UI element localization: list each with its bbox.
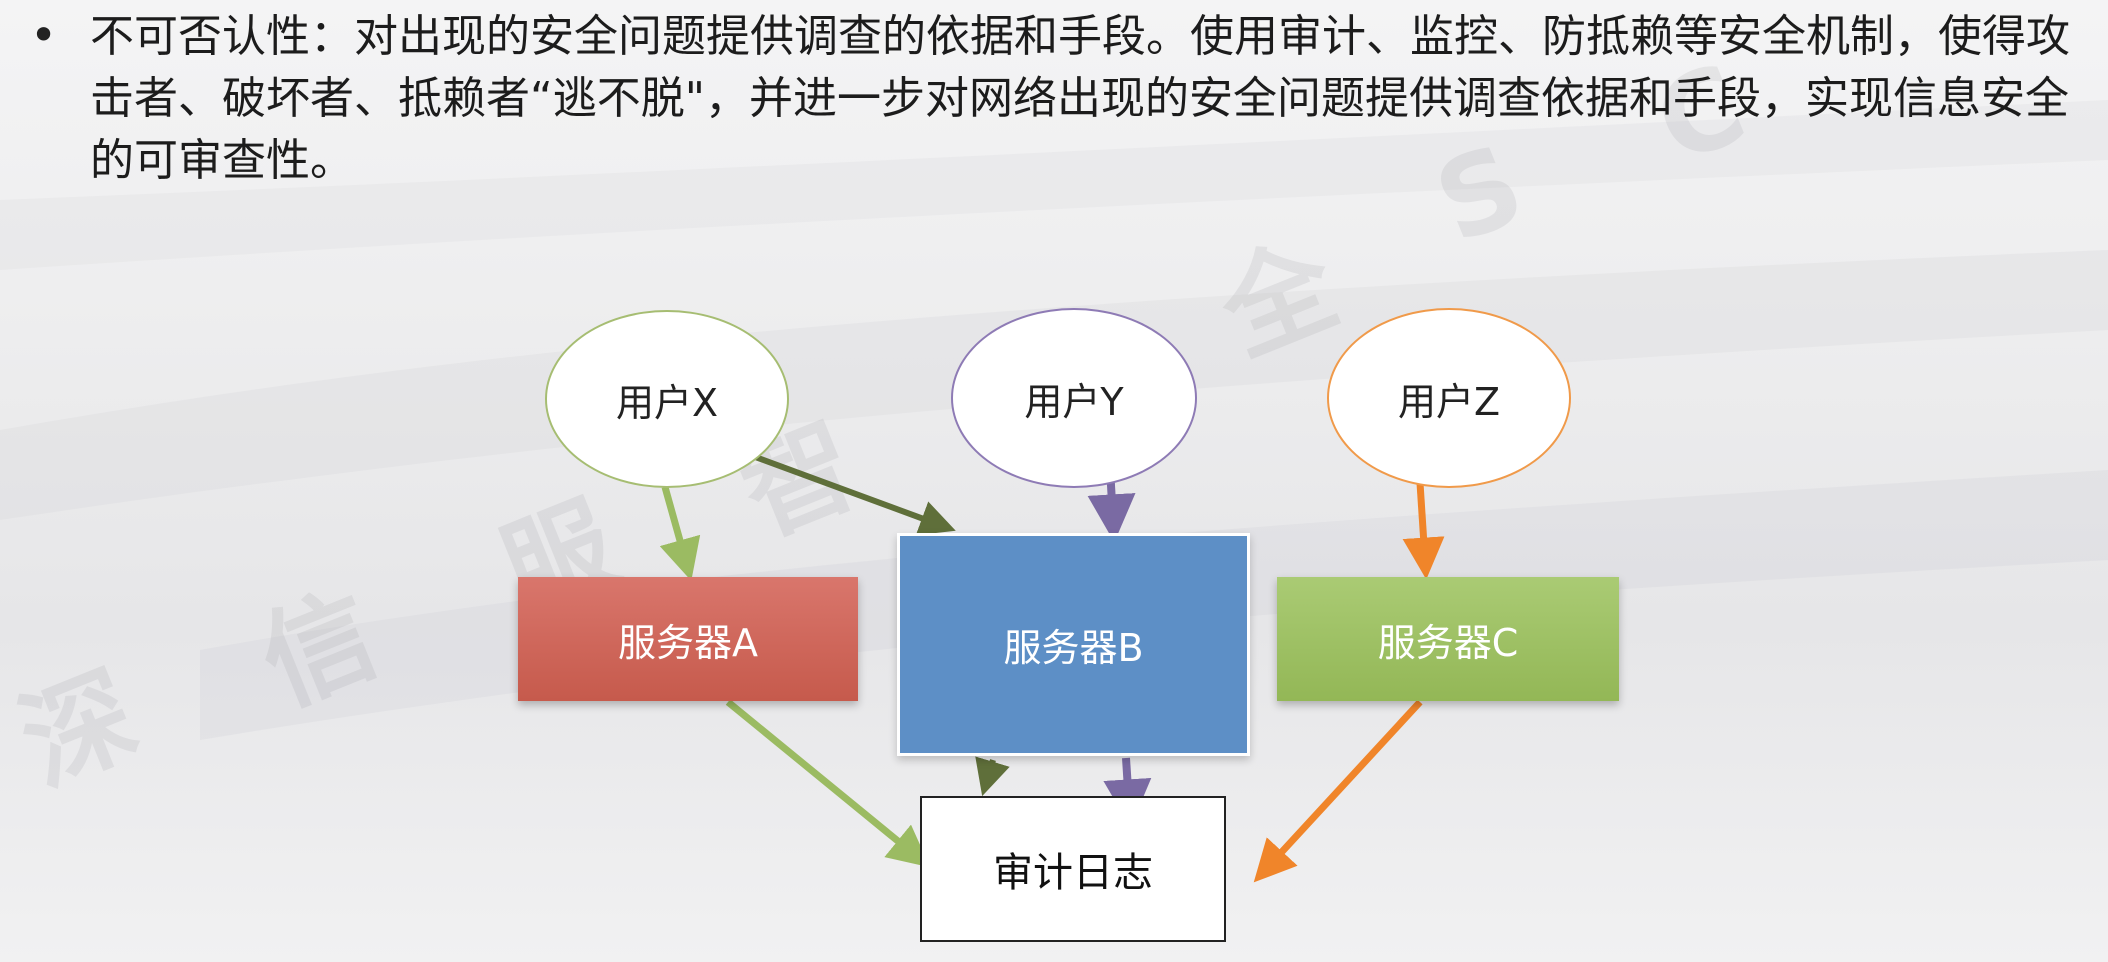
user-x-label: 用户X	[615, 380, 719, 425]
bullet-text: 不可否认性：对出现的安全问题提供调查的依据和手段。使用审计、监控、防抵赖等安全机…	[90, 11, 2070, 186]
user-z-label: 用户Z	[1397, 379, 1501, 424]
server-c-node: 服务器C	[1277, 577, 1619, 701]
audit-log-node: 审计日志	[920, 796, 1226, 942]
audit-log-label: 审计日志	[993, 850, 1153, 896]
server-a-label: 服务器A	[618, 620, 758, 665]
server-c-label: 服务器C	[1377, 620, 1519, 665]
bullet-dot-icon: •	[30, 8, 58, 62]
server-b-label: 服务器B	[1003, 626, 1144, 670]
user-z-node: 用户Z	[1327, 308, 1571, 488]
user-y-node: 用户Y	[951, 308, 1197, 488]
user-x-node: 用户X	[545, 310, 789, 488]
user-y-label: 用户Y	[1024, 379, 1124, 424]
server-b-node: 服务器B	[897, 533, 1250, 756]
server-a-node: 服务器A	[518, 577, 858, 701]
